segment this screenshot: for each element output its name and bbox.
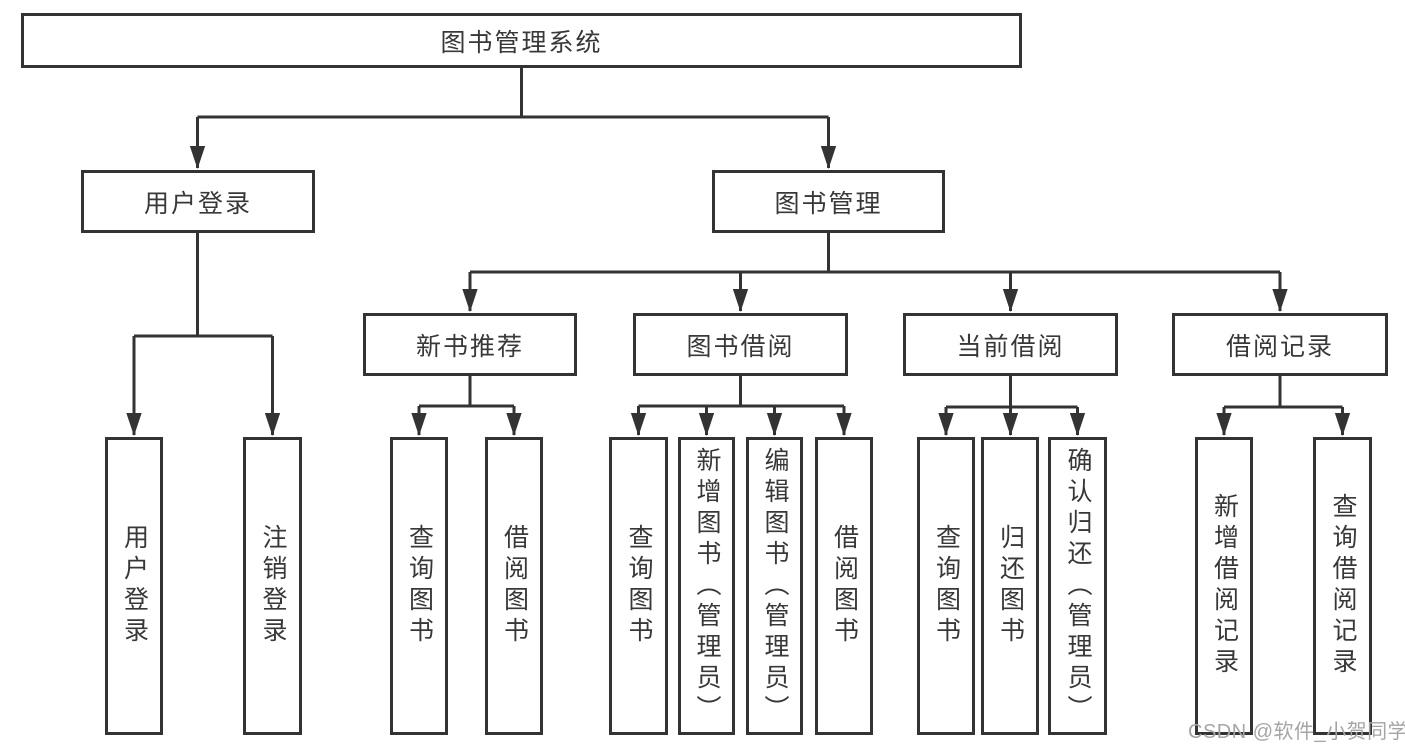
node-book-borrow: 图书借阅 — [633, 313, 848, 376]
node-root: 图书管理系统 — [21, 13, 1022, 68]
connector-book-management-branch — [462, 233, 1288, 312]
leaf-borrow-books-label: 借阅图书 — [830, 524, 859, 648]
leaf-borrow-books-recommend: 借阅图书 — [485, 437, 543, 735]
leaf-borrow-books: 借阅图书 — [815, 437, 873, 735]
leaf-user-login: 用户登录 — [105, 437, 163, 735]
leaf-query-books-current-label: 查询图书 — [932, 524, 961, 648]
leaf-add-borrow-record: 新增借阅记录 — [1195, 437, 1253, 735]
node-current-borrow: 当前借阅 — [903, 313, 1118, 376]
node-current-borrow-label: 当前借阅 — [956, 332, 1065, 361]
leaf-confirm-return-admin: 确认归还（管理员） — [1048, 437, 1107, 735]
leaf-logout: 注销登录 — [243, 437, 302, 735]
connector-user-login-branch — [126, 233, 281, 436]
leaf-add-book-admin: 新增图书（管理员） — [678, 437, 735, 735]
leaf-query-borrow-record: 查询借阅记录 — [1313, 437, 1372, 735]
leaf-return-book: 归还图书 — [981, 437, 1039, 735]
connector-new-book-branch — [411, 376, 522, 436]
leaf-user-login-label: 用户登录 — [120, 524, 149, 648]
leaf-logout-label: 注销登录 — [259, 524, 287, 648]
leaf-confirm-return-admin-label: 确认归还（管理员） — [1064, 446, 1092, 726]
leaf-return-book-label: 归还图书 — [996, 524, 1025, 648]
node-new-book-recommend: 新书推荐 — [363, 313, 577, 376]
connector-borrow-records-branch — [1216, 376, 1351, 436]
node-user-login: 用户登录 — [81, 170, 315, 233]
leaf-query-books-borrow: 查询图书 — [609, 437, 668, 735]
csdn-watermark: CSDN @软件_小贺同学 — [1188, 721, 1405, 743]
leaf-borrow-books-recommend-label: 借阅图书 — [500, 524, 529, 648]
leaf-query-books-recommend: 查询图书 — [390, 437, 448, 735]
connector-root-to-level2 — [189, 68, 837, 169]
node-borrow-records: 借阅记录 — [1172, 313, 1388, 376]
node-book-borrow-label: 图书借阅 — [686, 332, 795, 361]
node-book-management: 图书管理 — [712, 170, 945, 233]
connector-current-borrow-branch — [938, 376, 1086, 436]
leaf-query-books-current: 查询图书 — [917, 437, 975, 735]
leaf-edit-book-admin-label: 编辑图书（管理员） — [761, 446, 789, 726]
leaf-query-books-recommend-label: 查询图书 — [405, 524, 434, 648]
leaf-add-borrow-record-label: 新增借阅记录 — [1210, 493, 1239, 679]
node-root-label: 图书管理系统 — [440, 28, 603, 57]
node-new-book-recommend-label: 新书推荐 — [415, 332, 524, 361]
leaf-query-borrow-record-label: 查询借阅记录 — [1329, 493, 1357, 679]
leaf-edit-book-admin: 编辑图书（管理员） — [746, 437, 803, 735]
node-borrow-records-label: 借阅记录 — [1225, 332, 1334, 361]
connector-book-borrow-branch — [630, 376, 852, 436]
node-book-management-label: 图书管理 — [774, 189, 883, 218]
leaf-query-books-borrow-label: 查询图书 — [625, 524, 653, 648]
leaf-add-book-admin-label: 新增图书（管理员） — [693, 446, 721, 726]
node-user-login-label: 用户登录 — [143, 189, 252, 218]
